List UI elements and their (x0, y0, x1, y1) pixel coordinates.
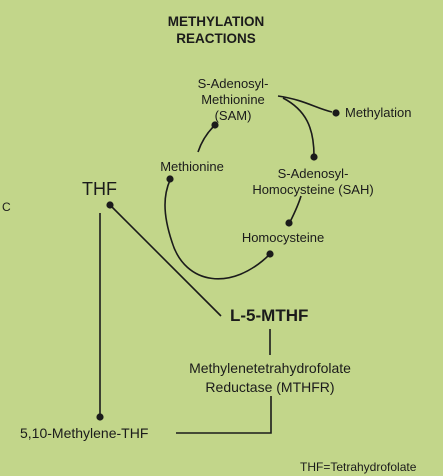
mthfr-line-1: Methylenetetrahydrofolate (189, 360, 351, 376)
node-sam: S-Adenosyl- Methionine (SAM) (198, 76, 269, 124)
node-l5mthf: L-5-MTHF (230, 306, 309, 325)
dot-homocysteine-loop (266, 250, 274, 258)
edge-text-fragment: C (2, 200, 11, 214)
footnote: THF=Tetrahydrofolate (300, 460, 417, 474)
dot-methylene-thf (96, 413, 104, 421)
line-thf-to-l5mthf (109, 204, 222, 317)
node-methylene-thf: 5,10-Methylene-THF (20, 425, 149, 441)
line-methylene-thf-to-mthfr (176, 396, 272, 434)
dot-sah (310, 153, 318, 161)
title-line-1: METHYLATION (167, 14, 265, 29)
title-line-2: REACTIONS (176, 31, 256, 46)
arrow-homocysteine-to-methionine (164, 179, 271, 280)
node-methionine: Methionine (160, 159, 224, 174)
sam-line-1: S-Adenosyl- (197, 76, 269, 91)
arrow-methionine-to-sam (197, 125, 215, 153)
dot-homocysteine (285, 219, 293, 227)
diagram-title: METHYLATION REACTIONS (168, 13, 265, 47)
dot-methylation (332, 109, 340, 117)
arrow-sam-to-sah (282, 97, 315, 157)
arrow-sah-to-homocysteine (289, 195, 302, 223)
dot-thf (106, 201, 114, 209)
node-mthfr: Methylenetetrahydrofolate Reductase (MTH… (189, 359, 351, 397)
sam-line-3: (SAM) (214, 108, 252, 123)
dot-sam (211, 121, 219, 129)
node-methylation: Methylation (345, 105, 412, 120)
node-thf: THF (82, 179, 117, 199)
node-homocysteine: Homocysteine (241, 230, 325, 245)
sah-line-1: S-Adenosyl- (277, 166, 349, 181)
dot-methionine (166, 175, 174, 183)
node-sah: S-Adenosyl- Homocysteine (SAH) (252, 166, 373, 198)
sam-line-2: Methionine (201, 92, 265, 107)
mthfr-line-2: Reductase (MTHFR) (205, 379, 335, 395)
arrow-sam-to-methylation (277, 95, 333, 113)
sah-line-2: Homocysteine (SAH) (252, 182, 374, 197)
